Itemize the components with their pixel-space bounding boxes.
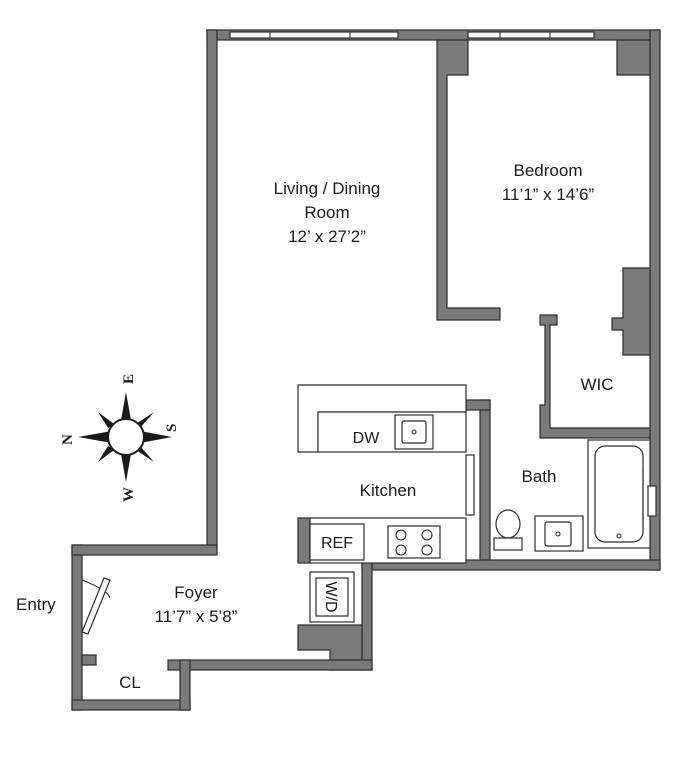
foyer-name: Foyer	[174, 583, 218, 602]
dishwasher-label: DW	[353, 430, 381, 447]
appliance-labels: DW REF W/D	[321, 430, 380, 613]
living-room-dims: 12’ x 27’2”	[288, 227, 366, 246]
foyer-dims: 11’7” x 5’8”	[155, 607, 238, 626]
kitchen	[297, 384, 475, 623]
compass-north: N	[60, 434, 76, 445]
living-room-name-line1: Living / Dining	[274, 179, 381, 198]
compass-rose: N E S W	[60, 374, 180, 502]
kitchen-label: Kitchen	[360, 481, 417, 500]
compass-east: E	[121, 374, 137, 384]
room-labels: Living / Dining Room 12’ x 27’2” Bedroom…	[16, 161, 614, 692]
entry-label: Entry	[16, 595, 56, 614]
living-room-name-line2: Room	[304, 203, 349, 222]
compass-west: W	[121, 487, 137, 502]
interior-walls	[436, 39, 651, 561]
compass-south: S	[164, 424, 180, 432]
bath-fixtures	[493, 439, 657, 552]
windows	[229, 31, 595, 39]
bath-label: Bath	[522, 467, 557, 486]
bedroom-dims: 11’1” x 14’6”	[502, 185, 595, 204]
refrigerator-label: REF	[321, 535, 353, 552]
entry-door	[81, 577, 111, 635]
bedroom-name: Bedroom	[514, 161, 583, 180]
closet-label: CL	[119, 673, 141, 692]
wic-label: WIC	[580, 375, 613, 394]
washer-dryer-label: W/D	[322, 581, 339, 612]
